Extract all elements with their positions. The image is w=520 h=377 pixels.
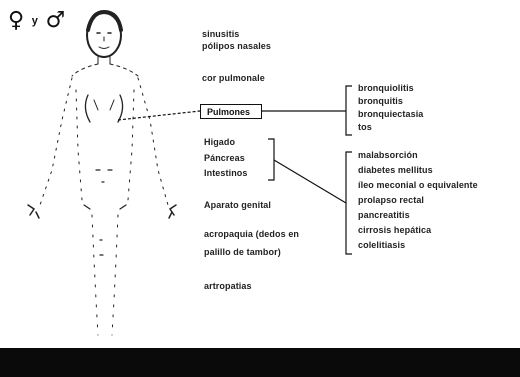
digestive-item: colelitiasis (358, 238, 478, 253)
label-acropaquia-line2: palillo de tambor) (204, 247, 281, 258)
label-aparato-genital: Aparato genital (204, 200, 271, 211)
gender-symbols: ♀ y ♂ (8, 10, 65, 32)
digestive-item: íleo meconial o equivalente (358, 178, 478, 193)
digestive-items-list: malabsorción diabetes mellitus íleo meco… (358, 148, 478, 253)
label-cor-pulmonale: cor pulmonale (202, 73, 265, 84)
digestive-organs-bracket (268, 139, 274, 180)
label-sinusitis: sinusitis (202, 29, 239, 40)
label-intestinos: Intestinos (204, 168, 248, 179)
digestive-connector (274, 160, 346, 203)
pulmones-items-list: bronquiolitis bronquitis bronquiectasia … (358, 82, 423, 134)
digestive-item: cirrosis hepática (358, 223, 478, 238)
label-pulmones: Pulmones (207, 107, 250, 118)
label-polipos-nasales: pólipos nasales (202, 41, 271, 52)
label-acropaquia-line1: acropaquia (dedos en (204, 229, 299, 240)
pulmones-box: Pulmones (200, 104, 262, 119)
pulmones-item: bronquitis (358, 95, 423, 108)
digestive-item: pancreatitis (358, 208, 478, 223)
floor-bar (0, 348, 520, 377)
gender-conjunction: y (32, 15, 38, 27)
pulmones-item: tos (358, 121, 423, 134)
digestive-items-bracket (346, 152, 352, 254)
pulmones-item: bronquiolitis (358, 82, 423, 95)
label-artropatias: artropatias (204, 281, 252, 292)
digestive-item: malabsorción (358, 148, 478, 163)
pulmones-item: bronquiectasia (358, 108, 423, 121)
pulmones-leader-line (118, 111, 200, 120)
label-pancreas: Páncreas (204, 153, 245, 164)
label-higado: Higado (204, 137, 235, 148)
pulmones-items-bracket (346, 86, 352, 135)
male-symbol: ♂ (46, 8, 66, 33)
digestive-item: prolapso rectal (358, 193, 478, 208)
digestive-item: diabetes mellitus (358, 163, 478, 178)
female-symbol: ♀ (8, 8, 24, 33)
